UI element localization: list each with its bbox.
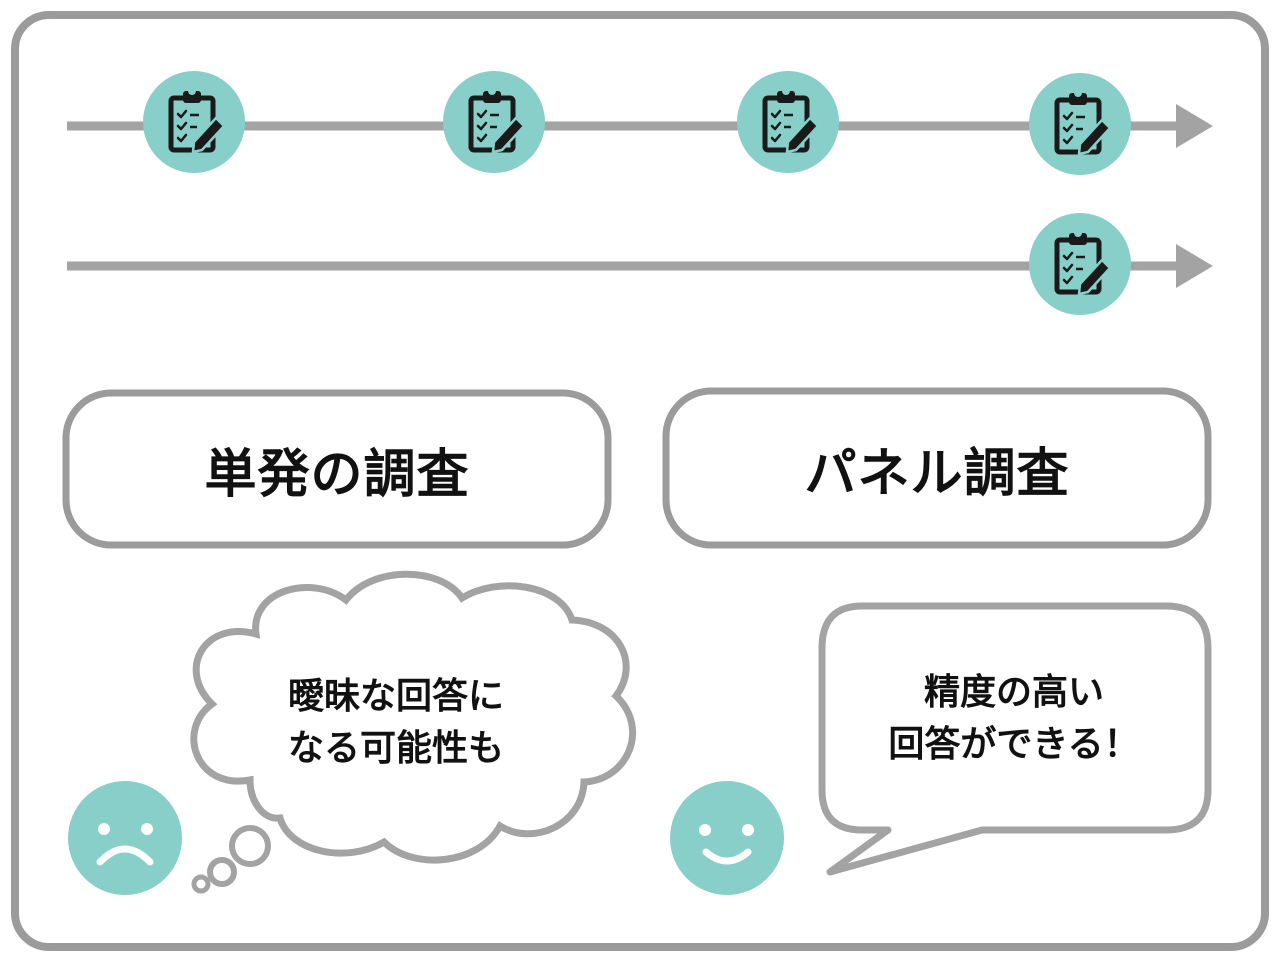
- clipboard-pencil-icon: [443, 71, 545, 173]
- speech-line-1: 精度の高い: [923, 672, 1104, 713]
- thought-cloud: [190, 570, 636, 864]
- arrow-head-icon: [1176, 244, 1213, 288]
- panel-survey-label: パネル調査: [804, 443, 1070, 504]
- thought-dot: [207, 857, 237, 887]
- speech-bubble: [818, 602, 1212, 876]
- speech-line-2: 回答ができる！: [888, 724, 1140, 765]
- clipboard-pencil-icon: [737, 71, 839, 173]
- speech-text: 精度の高い 回答ができる！: [836, 664, 1192, 774]
- single-survey-box: [62, 389, 612, 549]
- thought-dot: [229, 825, 271, 867]
- happy-face-icon: [670, 781, 784, 895]
- thought-line-1: 曖昧な回答に: [287, 676, 504, 717]
- thought-dot: [191, 874, 211, 894]
- thought-text: 曖昧な回答に なる可能性も: [236, 668, 556, 778]
- single-survey-label: 単発の調査: [204, 444, 470, 505]
- arrow-head-icon: [1176, 104, 1213, 148]
- panel-survey-box: [662, 387, 1212, 549]
- sad-face-icon: [68, 781, 182, 895]
- clipboard-pencil-icon: [1029, 213, 1131, 315]
- clipboard-pencil-icon: [1029, 73, 1131, 175]
- thought-line-2: なる可能性も: [287, 728, 504, 769]
- clipboard-pencil-icon: [143, 71, 245, 173]
